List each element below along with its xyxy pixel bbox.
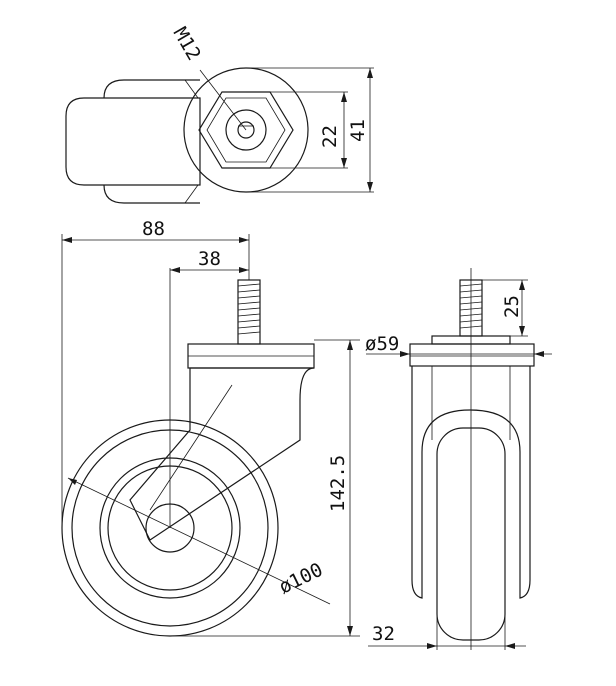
dim-88-label: 88 [142,218,165,240]
dim-38-label: 38 [198,248,221,270]
front-view: 88 38 142.5 ø100 [61,218,360,637]
dim-22-label: 22 [319,125,341,148]
dim-41-label: 41 [347,119,369,142]
side-fork [411,366,531,599]
dim-line-d100 [67,477,331,605]
dim-d100-label: ø100 [276,559,327,599]
m12-leader [199,69,247,131]
threaded-stud [237,279,261,345]
bolt-circle [225,109,267,151]
top-view: M12 22 41 [65,24,374,204]
bolt-hole [237,121,255,139]
dim-32-label: 32 [372,623,395,645]
top-view-fork-arc [103,79,200,204]
dim-25-label: 25 [501,295,523,318]
fork-leg [129,367,315,541]
side-view: 25 ø59 32 [365,268,552,650]
dim-142-5-label: 142.5 [327,455,349,512]
top-view-wheel-outline [65,97,201,186]
m12-label: M12 [169,24,205,65]
side-top-plate [409,343,535,367]
dim-d59-label: ø59 [365,333,399,355]
